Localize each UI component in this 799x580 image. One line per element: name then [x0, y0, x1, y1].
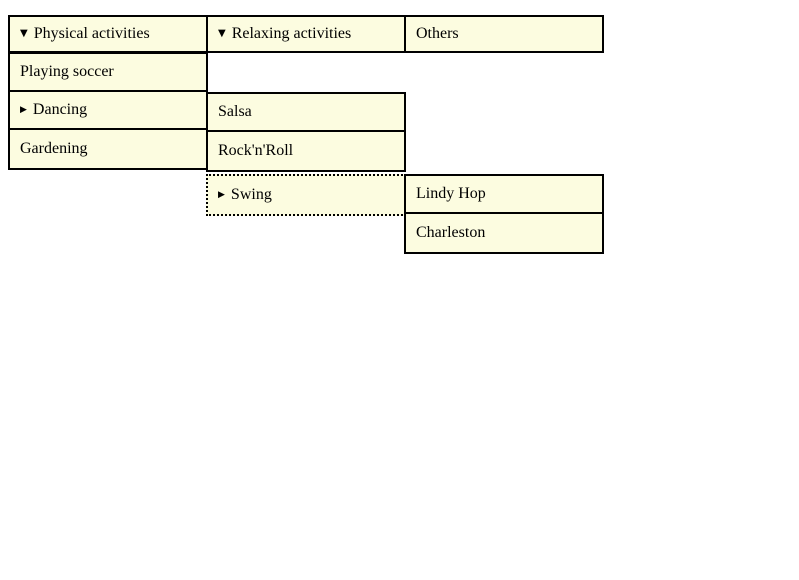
- menubar-item-label: Others: [416, 25, 459, 42]
- menu-item-label: Playing soccer: [20, 63, 114, 80]
- dropdown-arrow-icon: ▼: [20, 28, 28, 39]
- menu-item-charleston[interactable]: Charleston: [406, 214, 602, 252]
- dropdown-arrow-icon: ▼: [218, 28, 226, 39]
- submenu-arrow-icon: ▶: [20, 104, 27, 115]
- menubar-item-label: Relaxing activities: [231, 25, 352, 42]
- menu-item-label: Charleston: [416, 224, 486, 241]
- menubar-item-physical-activities[interactable]: ▼ Physical activities: [8, 15, 208, 53]
- menubar: ▼ Physical activities ▼ Relaxing activit…: [8, 15, 604, 53]
- menu-item-label: Swing: [230, 186, 272, 203]
- menu-item-swing[interactable]: ▶ Swing: [206, 174, 406, 216]
- menu-item-label: Salsa: [218, 103, 252, 120]
- menu-item-rocknroll[interactable]: Rock'n'Roll: [208, 132, 404, 170]
- menu-item-label: Rock'n'Roll: [218, 142, 294, 159]
- submenu-arrow-icon: ▶: [218, 189, 225, 200]
- menubar-item-others[interactable]: Others: [404, 15, 604, 53]
- swing-submenu: Lindy Hop Charleston: [404, 174, 604, 254]
- menubar-item-relaxing-activities[interactable]: ▼ Relaxing activities: [206, 15, 406, 53]
- menu-item-dancing[interactable]: ▶ Dancing: [10, 92, 206, 130]
- menu-item-label: Lindy Hop: [416, 185, 486, 202]
- dancing-submenu: Salsa Rock'n'Roll: [206, 92, 406, 172]
- menu-item-label: Gardening: [20, 140, 88, 157]
- menu-item-lindy-hop[interactable]: Lindy Hop: [406, 176, 602, 214]
- menubar-item-label: Physical activities: [33, 25, 150, 42]
- physical-activities-menu: Playing soccer ▶ Dancing Gardening: [8, 52, 208, 170]
- menu-item-gardening[interactable]: Gardening: [10, 130, 206, 168]
- menu-item-label: Dancing: [32, 101, 88, 118]
- menu-item-salsa[interactable]: Salsa: [208, 94, 404, 132]
- menu-item-playing-soccer[interactable]: Playing soccer: [10, 54, 206, 92]
